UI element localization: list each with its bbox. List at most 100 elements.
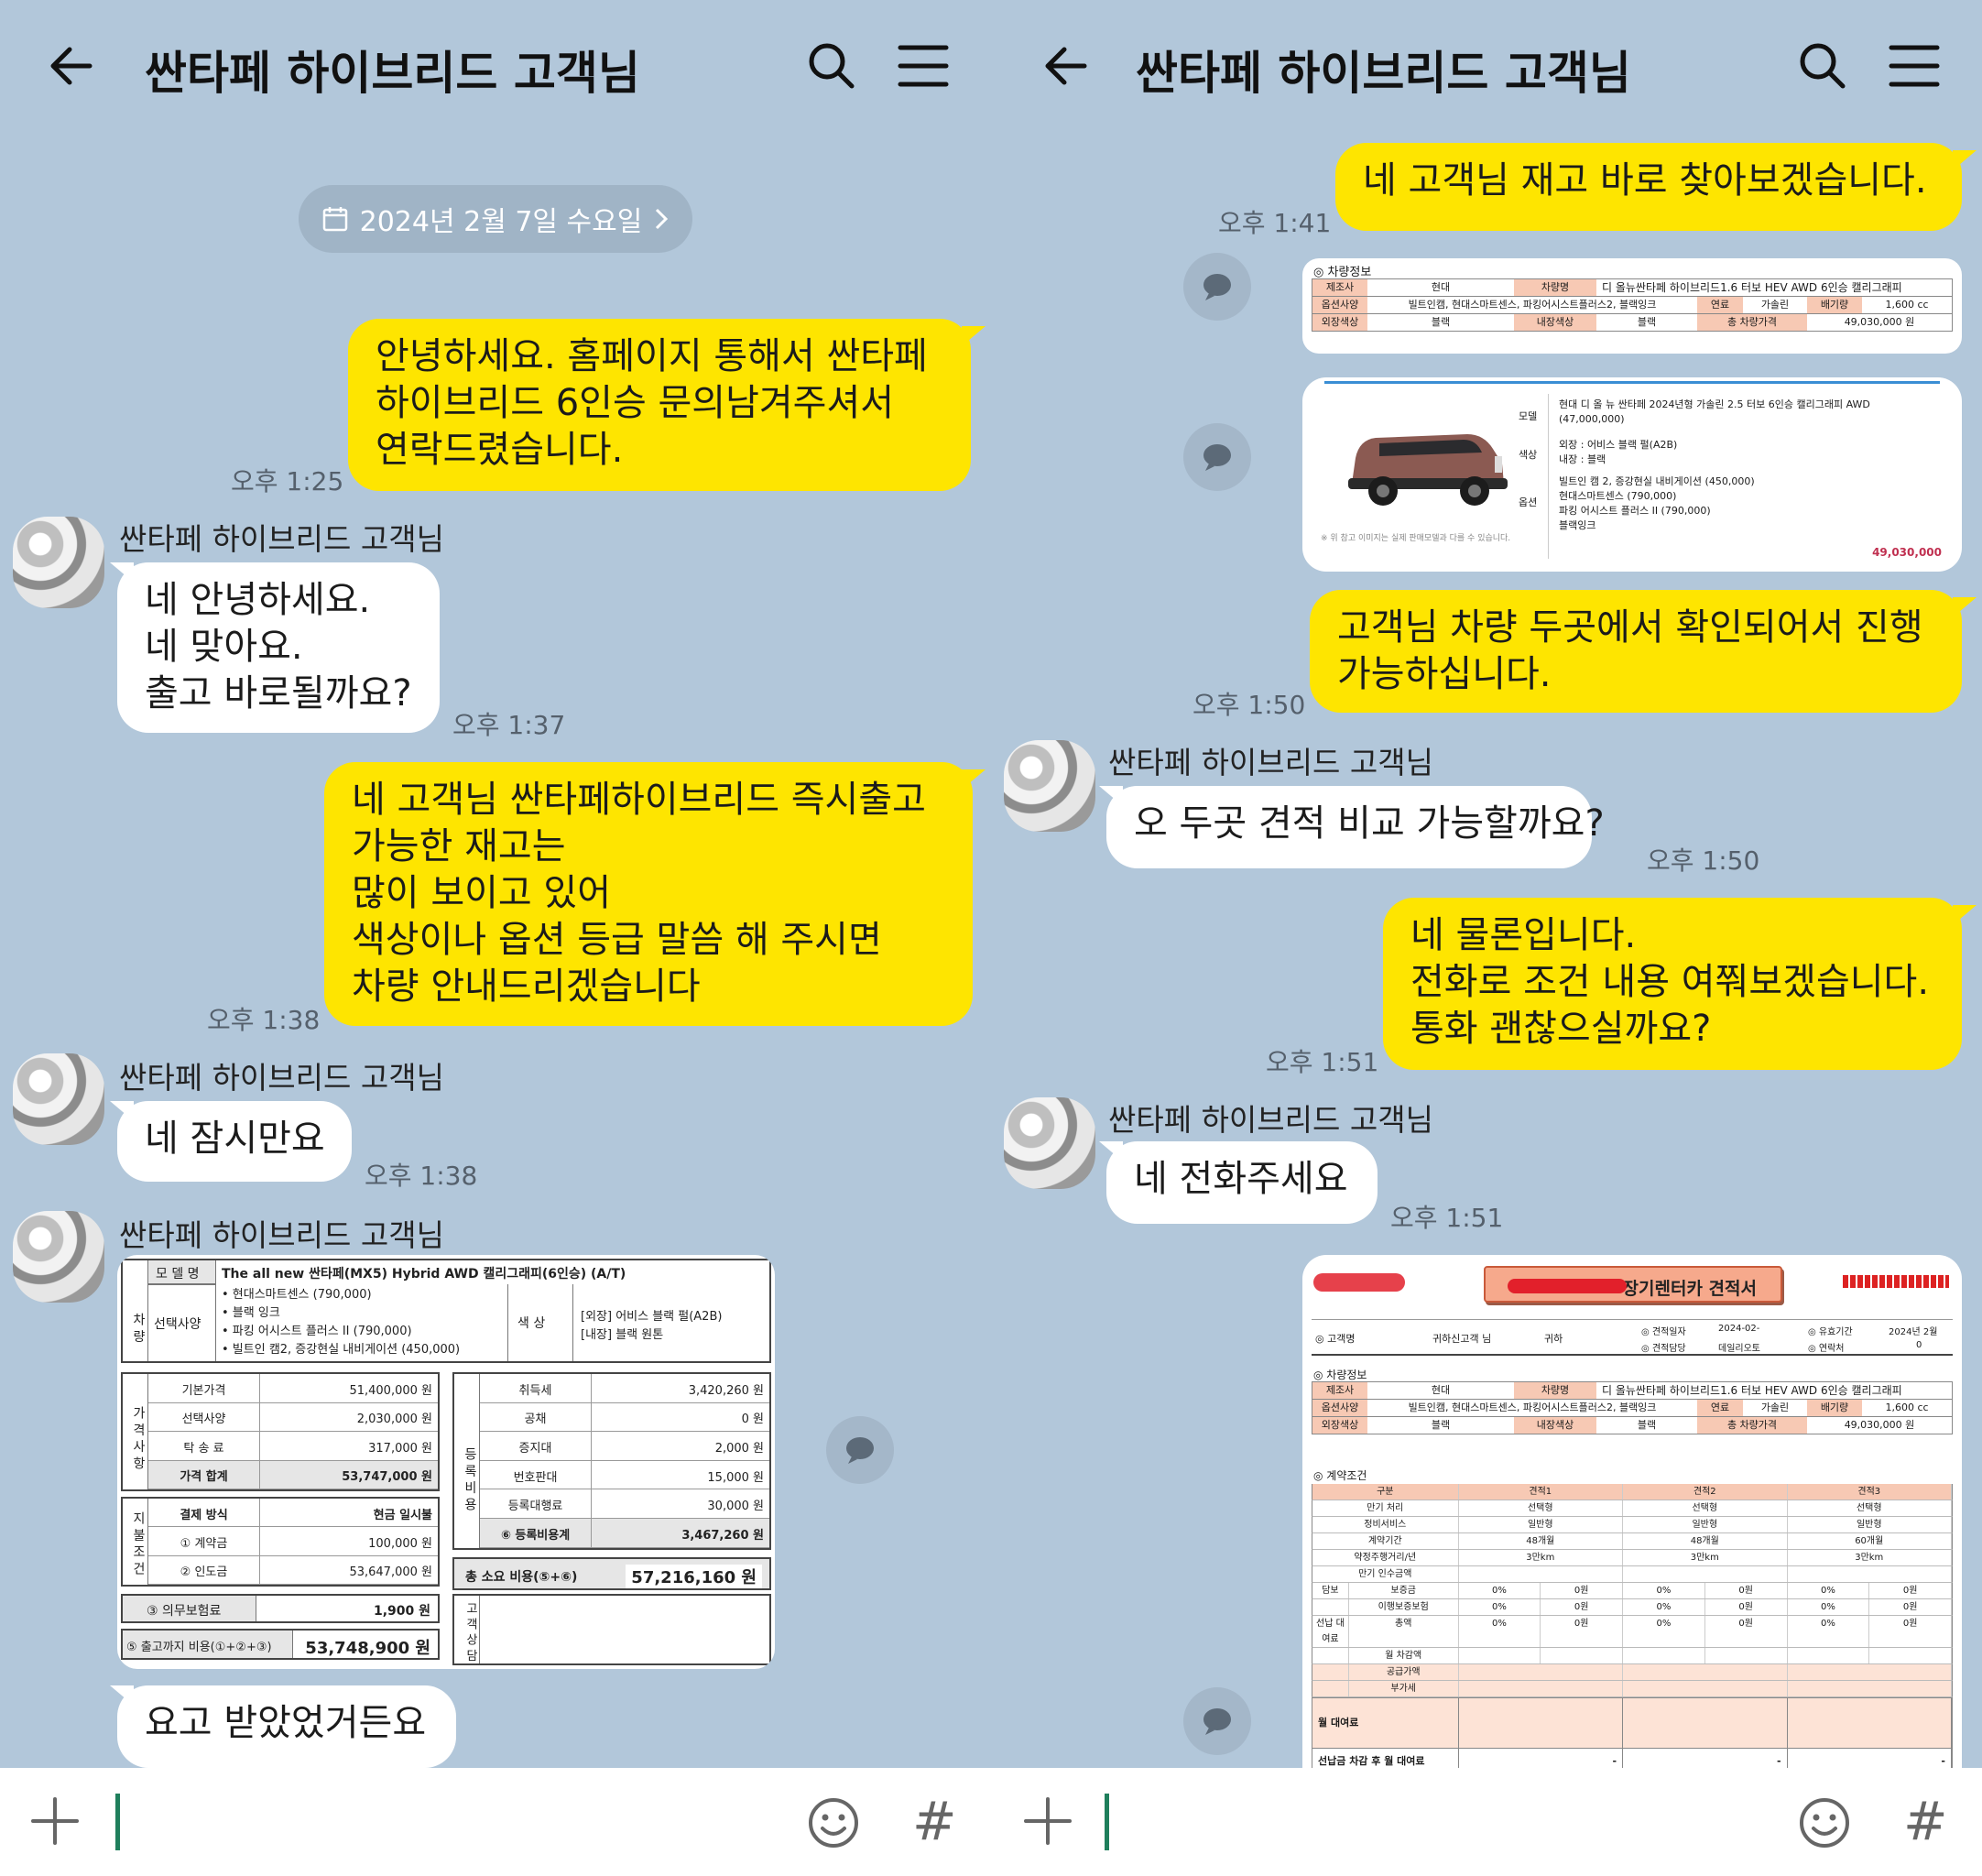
sender-name: 싼타페 하이브리드 고객님 bbox=[119, 521, 444, 557]
contract-cell bbox=[1705, 1648, 1788, 1663]
emoji-icon[interactable] bbox=[1797, 1795, 1852, 1850]
contract-cell: 0원 bbox=[1541, 1616, 1624, 1647]
contract-cell bbox=[1788, 1648, 1870, 1663]
share-button[interactable] bbox=[1183, 253, 1251, 321]
option-text: 빌트인 캠 2, 증강현실 내비게이션 (450,000) 현대스마트센스 (7… bbox=[1559, 474, 1755, 533]
rental-quote-image[interactable]: 장기렌터카 견적서 ◎ 고객명 귀하신고객 님 귀하 ◎ 견적일자 2024-0… bbox=[1302, 1255, 1962, 1805]
message-bubble-received[interactable]: 오 두곳 견적 비교 가능할까요? bbox=[1106, 786, 1605, 868]
info-row: 외장색상 블랙 내장색상 블랙 총 차량가격 49,030,000 원 bbox=[1312, 314, 1953, 332]
contract-row: 월 차감액 bbox=[1312, 1648, 1953, 1664]
message-bubble-sent[interactable]: 네 고객님 싼타페하이브리드 즉시출고 가능한 재고는 많이 보이고 있어 색상… bbox=[324, 762, 973, 1026]
message-bubble-received[interactable]: 네 전화주세요 bbox=[1106, 1141, 1378, 1224]
message-bubble-received[interactable]: 네 안녕하세요. 네 맞아요. 출고 바로될까요? bbox=[117, 562, 440, 733]
contract-cell bbox=[1312, 1648, 1349, 1663]
avatar[interactable] bbox=[1004, 740, 1095, 832]
row-label: 증지대 bbox=[480, 1432, 592, 1460]
contract-cell: 0% bbox=[1788, 1616, 1870, 1647]
bubble-tail bbox=[1953, 905, 1977, 925]
logo-right bbox=[1843, 1275, 1949, 1288]
cell: 현대 bbox=[1431, 281, 1451, 293]
contract-cell bbox=[1788, 1664, 1952, 1680]
contact-value: 0 bbox=[1916, 1340, 1922, 1350]
cell: 총 차량가격 bbox=[1697, 1417, 1807, 1434]
quote-image[interactable]: 차 량 모 델 명 The all new 싼타페(MX5) Hybrid AW… bbox=[117, 1255, 775, 1669]
message-bubble-received[interactable]: 네 잠시만요 bbox=[117, 1101, 352, 1182]
avatar[interactable] bbox=[1004, 1097, 1095, 1189]
plus-icon[interactable] bbox=[29, 1795, 81, 1847]
quote-row: 증지대 2,000 원 bbox=[480, 1432, 769, 1461]
contract-cell: 약정주행거리/년 bbox=[1312, 1550, 1459, 1565]
share-button[interactable] bbox=[826, 1416, 894, 1484]
row-value: 15,000 원 bbox=[707, 1470, 764, 1485]
total-label: 총 소요 비용(⑤+⑥) bbox=[465, 1570, 578, 1585]
color-label: 색상 bbox=[1519, 449, 1538, 461]
option-label: 옵션 bbox=[1519, 496, 1538, 508]
row-label: ⑥ 등록비용계 bbox=[480, 1518, 592, 1547]
contract-cell: 0원 bbox=[1541, 1599, 1624, 1615]
share-button[interactable] bbox=[1183, 423, 1251, 491]
model-label: 모 델 명 bbox=[148, 1260, 216, 1284]
bubble-tail bbox=[1953, 150, 1977, 170]
contract-cell: 0원 bbox=[1541, 1583, 1624, 1598]
contract-cell: 공급가액 bbox=[1349, 1664, 1459, 1680]
date-value: 2024-02- bbox=[1718, 1324, 1760, 1334]
contract-cell bbox=[1788, 1566, 1952, 1582]
contract-cell: 0원 bbox=[1869, 1616, 1953, 1647]
search-icon[interactable] bbox=[804, 38, 859, 93]
hashtag-button[interactable]: # bbox=[912, 1790, 957, 1852]
contract-cell: 0% bbox=[1788, 1583, 1870, 1598]
cell: 1,600 cc bbox=[1885, 299, 1929, 311]
back-arrow-icon[interactable] bbox=[44, 38, 99, 93]
message-bubble-sent[interactable]: 네 물론입니다. 전화로 조건 내용 여쭤보겠습니다. 통화 괜찮으실까요? bbox=[1383, 898, 1962, 1070]
contract-cell: 0원 bbox=[1869, 1599, 1953, 1615]
search-icon[interactable] bbox=[1795, 38, 1850, 93]
message-input[interactable] bbox=[115, 1794, 120, 1850]
row-label: 취득세 bbox=[480, 1374, 592, 1402]
avatar[interactable] bbox=[13, 517, 104, 608]
date-divider[interactable]: 2024년 2월 7일 수요일 bbox=[299, 185, 692, 253]
plus-icon[interactable] bbox=[1022, 1795, 1073, 1847]
outgoing-box: ⑤ 출고까지 비용(①+②+③) 53,748,900 원 bbox=[121, 1629, 440, 1660]
back-arrow-icon[interactable] bbox=[1039, 38, 1094, 93]
menu-icon[interactable] bbox=[898, 42, 949, 90]
option-item: • 블랙 잉크 bbox=[222, 1306, 280, 1320]
share-button[interactable] bbox=[1183, 1687, 1251, 1755]
chevron-right-icon bbox=[656, 208, 669, 230]
cell: 49,030,000 원 bbox=[1844, 1419, 1915, 1431]
vehicle-photo-card[interactable]: ※ 위 참고 이미지는 실제 판매모델과 다를 수 있습니다. 모델 현대 디 … bbox=[1302, 377, 1962, 572]
contract-cell: 선납 대여료 bbox=[1312, 1616, 1349, 1647]
contract-cell: 이행보증보험 bbox=[1349, 1599, 1459, 1615]
message-bubble-sent[interactable]: 안녕하세요. 홈페이지 통해서 싼타페 하이브리드 6인승 문의남겨주셔서 연락… bbox=[348, 319, 971, 491]
contract-cell: 3만km bbox=[1623, 1550, 1788, 1565]
message-bubble-sent[interactable]: 네 고객님 재고 바로 찾아보겠습니다. bbox=[1335, 143, 1962, 231]
message-bubble-sent[interactable]: 고객님 차량 두곳에서 확인되어서 진행 가능하십니다. bbox=[1310, 590, 1962, 713]
row-value: 53,747,000 원 bbox=[260, 1460, 438, 1489]
contract-cell bbox=[1541, 1648, 1624, 1663]
insurance-label: ③ 의무보험료 bbox=[123, 1596, 256, 1621]
contract-cell: 0원 bbox=[1705, 1599, 1788, 1615]
input-bar: # bbox=[0, 1768, 991, 1876]
color-text: 외장 : 어비스 블랙 펄(A2B) 내장 : 블랙 bbox=[1559, 438, 1677, 467]
message-bubble-received[interactable]: 요고 받았었거든요 bbox=[117, 1685, 456, 1768]
hashtag-button[interactable]: # bbox=[1903, 1790, 1948, 1852]
cell: 외장색상 bbox=[1312, 1417, 1367, 1434]
avatar[interactable] bbox=[13, 1053, 104, 1145]
vehicle-info-image[interactable]: ◎ 차량정보 제조사 현대 차량명 디 올뉴싼타페 하이브리드1.6 터보 HE… bbox=[1302, 258, 1962, 354]
contract-cell: 0% bbox=[1623, 1583, 1705, 1598]
avatar[interactable] bbox=[13, 1211, 104, 1303]
outgoing-value: 53,748,900 원 bbox=[305, 1639, 430, 1658]
message-input[interactable] bbox=[1105, 1794, 1109, 1850]
message-time: 오후 1:41 bbox=[1218, 208, 1332, 238]
menu-icon[interactable] bbox=[1889, 42, 1940, 90]
contract-cell: 월 차감액 bbox=[1349, 1648, 1459, 1663]
emoji-icon[interactable] bbox=[806, 1795, 861, 1850]
contract-cell bbox=[1623, 1566, 1788, 1582]
contract-cell: 60개월 bbox=[1788, 1533, 1952, 1549]
contract-cell: 0% bbox=[1459, 1583, 1541, 1598]
contract-row: 공급가액 bbox=[1312, 1664, 1953, 1681]
row-value: 0 원 bbox=[741, 1412, 764, 1427]
bubble-tail bbox=[1953, 597, 1977, 617]
row-value: 2,000 원 bbox=[714, 1441, 764, 1456]
